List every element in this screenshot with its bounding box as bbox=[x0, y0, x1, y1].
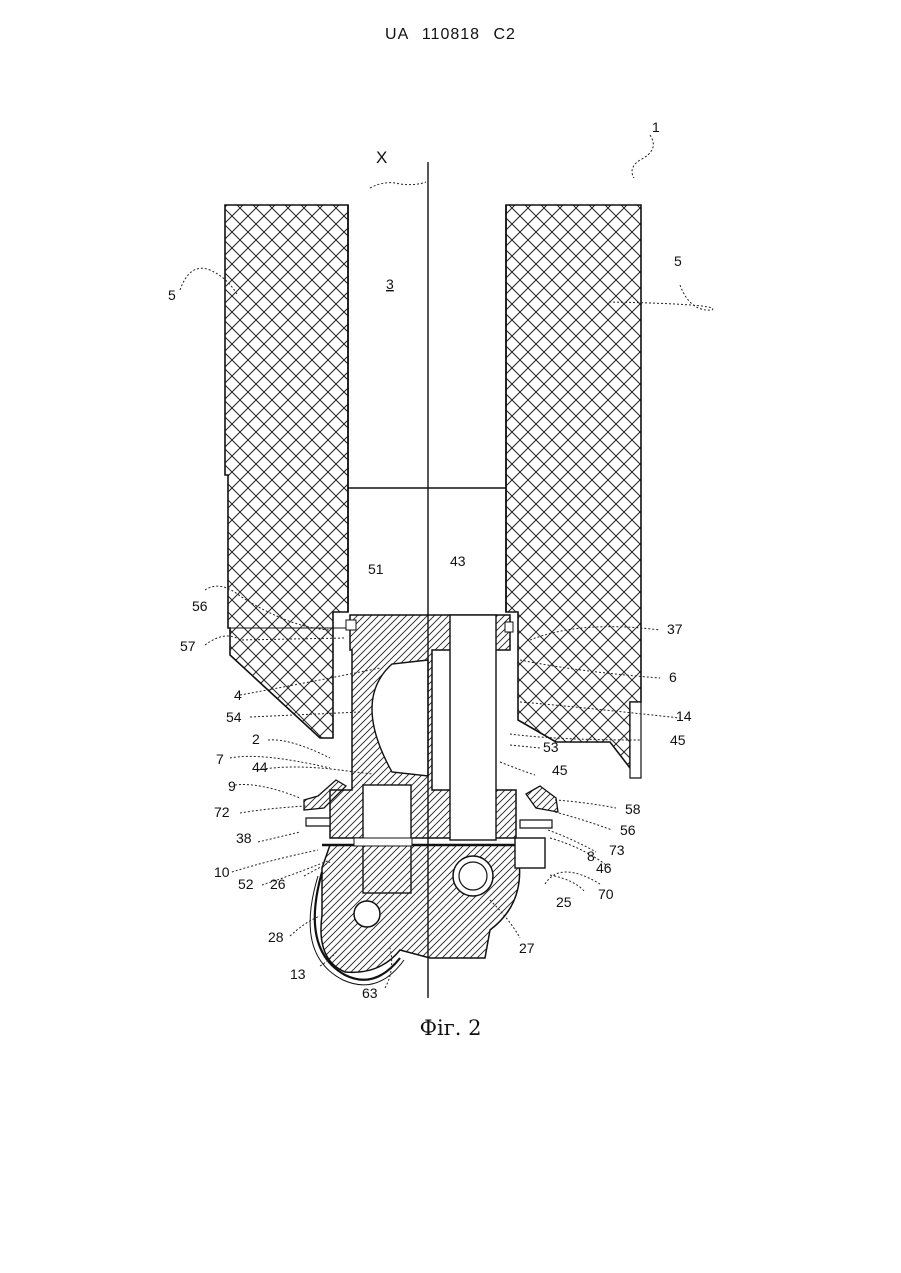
label-43: 43 bbox=[450, 553, 466, 569]
label-38: 38 bbox=[236, 830, 252, 846]
label-73: 73 bbox=[609, 842, 625, 858]
label-51: 51 bbox=[368, 561, 384, 577]
label-14: 14 bbox=[676, 708, 692, 724]
label-5-left: 5 bbox=[168, 287, 176, 303]
label-53: 53 bbox=[543, 739, 559, 755]
label-3: 3 bbox=[386, 276, 394, 292]
label-7: 7 bbox=[216, 751, 224, 767]
label-4: 4 bbox=[234, 687, 242, 703]
label-58: 58 bbox=[625, 801, 641, 817]
label-63: 63 bbox=[362, 985, 378, 1001]
label-72: 72 bbox=[214, 804, 230, 820]
label-37: 37 bbox=[667, 621, 683, 637]
label-27: 27 bbox=[519, 940, 535, 956]
label-52: 52 bbox=[238, 876, 254, 892]
label-8: 8 bbox=[587, 848, 595, 864]
label-54: 54 bbox=[226, 709, 242, 725]
label-70: 70 bbox=[598, 886, 614, 902]
figure-caption: Фіг. 2 bbox=[0, 1016, 901, 1040]
label-9: 9 bbox=[228, 778, 236, 794]
label-46: 46 bbox=[596, 860, 612, 876]
label-45-inner: 45 bbox=[552, 762, 568, 778]
label-56-bottom: 56 bbox=[620, 822, 636, 838]
label-1: 1 bbox=[652, 119, 660, 135]
label-25: 25 bbox=[556, 894, 572, 910]
label-13: 13 bbox=[290, 966, 306, 982]
label-axis-x: X bbox=[376, 148, 387, 167]
label-26: 26 bbox=[270, 876, 286, 892]
label-28: 28 bbox=[268, 929, 284, 945]
label-10: 10 bbox=[214, 864, 230, 880]
label-6: 6 bbox=[669, 669, 677, 685]
label-5-right: 5 bbox=[674, 253, 682, 269]
label-45-right: 45 bbox=[670, 732, 686, 748]
label-56-top: 56 bbox=[192, 598, 208, 614]
label-44: 44 bbox=[252, 759, 268, 775]
label-2: 2 bbox=[252, 731, 260, 747]
label-57: 57 bbox=[180, 638, 196, 654]
bore-channel bbox=[348, 205, 506, 612]
body-hatch bbox=[225, 205, 641, 778]
